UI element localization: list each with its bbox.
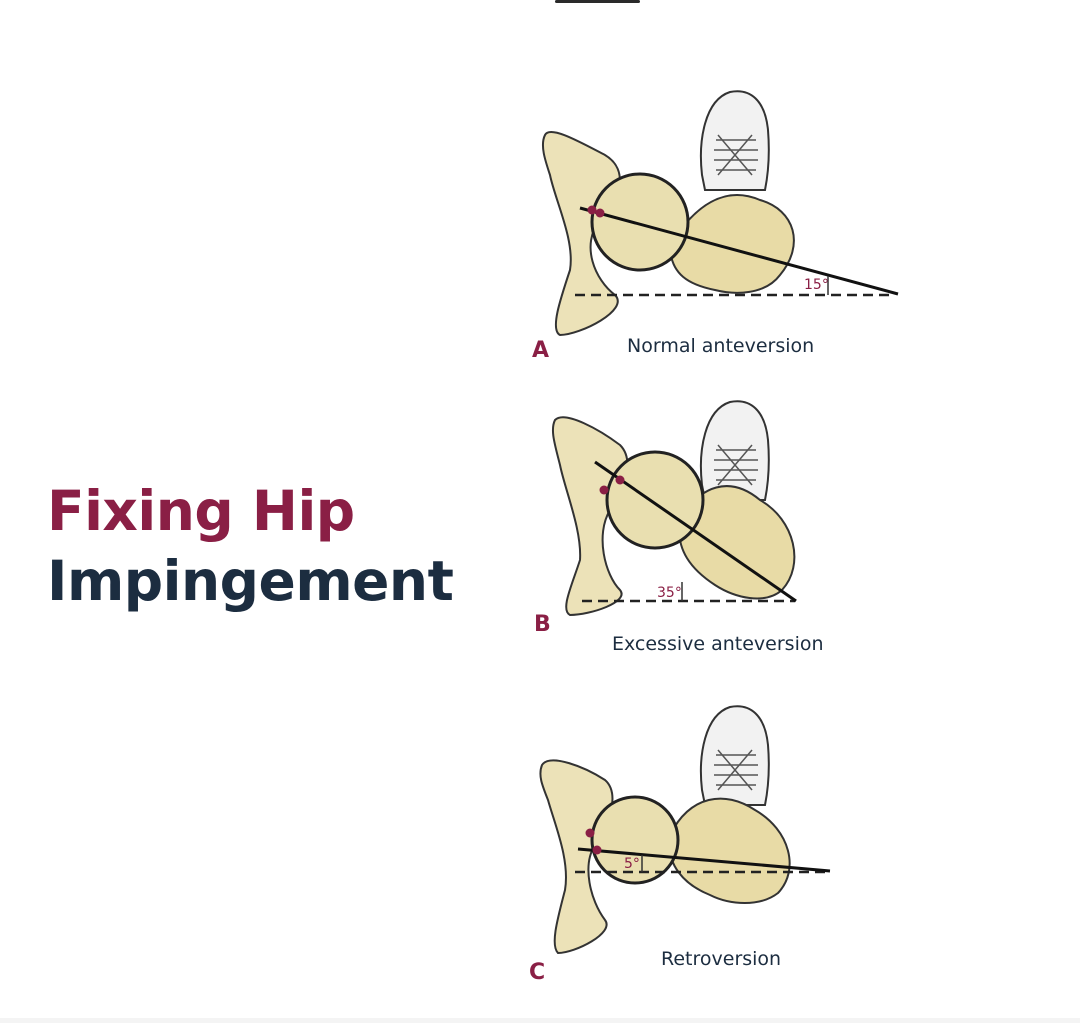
panel-letter: A bbox=[532, 338, 550, 363]
marker-dot bbox=[587, 205, 597, 215]
panel-caption: Retroversion bbox=[661, 948, 782, 970]
top-divider bbox=[555, 0, 640, 3]
femur-bone bbox=[678, 485, 796, 600]
marker-dot bbox=[595, 208, 605, 218]
marker-dot bbox=[599, 485, 609, 495]
femoral-neck-axis bbox=[577, 847, 831, 873]
marker-dot bbox=[615, 475, 625, 485]
panel-letter: C bbox=[529, 960, 546, 985]
pelvis-bone bbox=[551, 416, 629, 617]
femur-bone bbox=[668, 194, 795, 294]
panel-c: 5° C Retroversion bbox=[520, 695, 920, 1015]
shoe-icon bbox=[699, 90, 770, 191]
hip-diagram-a: 15° bbox=[541, 90, 899, 337]
femoral-head bbox=[590, 795, 680, 885]
panel-letter: B bbox=[534, 612, 551, 637]
pelvis-bone bbox=[541, 131, 621, 337]
title-line-1: Fixing Hip bbox=[47, 479, 355, 543]
femoral-head bbox=[590, 172, 690, 272]
femoral-head bbox=[605, 450, 705, 550]
shoe-icon bbox=[699, 400, 770, 501]
femoral-neck-axis bbox=[579, 206, 899, 296]
panel-a: 15° A Normal anteversion bbox=[520, 80, 920, 400]
panel-caption: Excessive anteversion bbox=[612, 633, 824, 655]
page-title: Fixing Hip Impingement bbox=[47, 476, 454, 616]
title-line-2: Impingement bbox=[47, 549, 454, 613]
panel-b: 35° B Excessive anteversion bbox=[520, 390, 920, 710]
marker-dot bbox=[592, 845, 602, 855]
femur-bone bbox=[668, 797, 791, 904]
hip-diagram-b: 35° bbox=[551, 400, 797, 617]
angle-label: 15° bbox=[804, 277, 829, 293]
marker-dot bbox=[585, 828, 595, 838]
angle-label: 35° bbox=[657, 585, 682, 601]
panel-caption: Normal anteversion bbox=[627, 335, 815, 357]
bottom-divider bbox=[0, 1018, 1080, 1023]
shoe-icon bbox=[699, 705, 770, 806]
hip-diagram-c: 5° bbox=[539, 705, 831, 955]
pelvis-bone bbox=[539, 759, 614, 955]
angle-label: 5° bbox=[624, 856, 640, 872]
femoral-neck-axis bbox=[594, 460, 797, 603]
